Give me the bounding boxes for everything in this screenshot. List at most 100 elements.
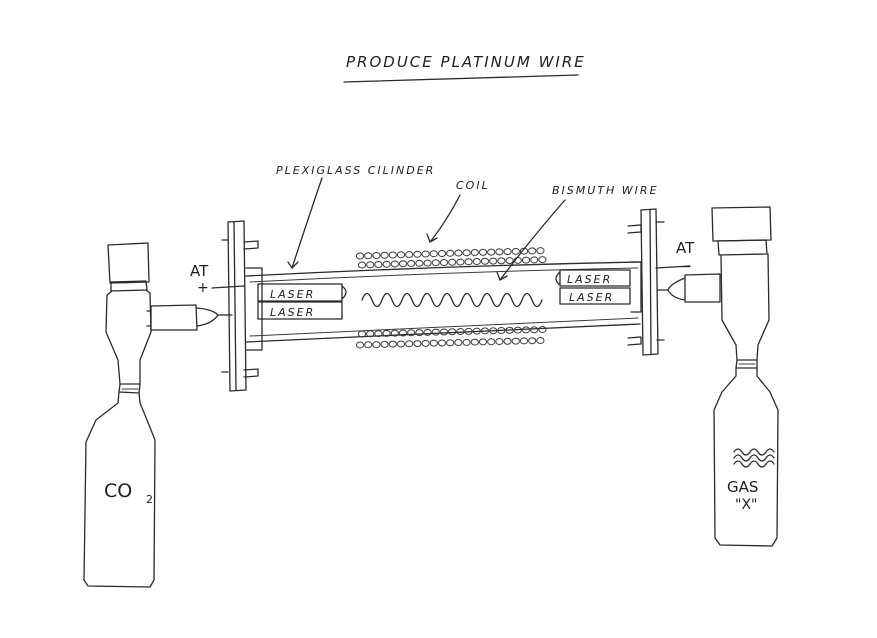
- coil-ring-68: [538, 325, 547, 333]
- at-right-label: AT: [676, 239, 695, 257]
- coil-ring-38: [480, 257, 490, 265]
- coil-ring-2: [372, 252, 381, 260]
- coil-ring-36: [464, 258, 473, 266]
- coil-ring-62: [489, 327, 498, 335]
- laser-right-bottom-label: LASER: [569, 291, 614, 304]
- coil-ring-48: [374, 330, 383, 338]
- coil-ring-32: [431, 259, 440, 267]
- coil-ring-45: [538, 256, 547, 264]
- coil-ring-83: [470, 338, 479, 346]
- coil-ring-0: [355, 252, 365, 260]
- coil-ring-85: [487, 338, 496, 346]
- coil-ring-16: [487, 248, 496, 256]
- coil-ring-23: [357, 261, 367, 269]
- coil-pointer-head: [426, 233, 438, 243]
- coil-ring-14: [470, 249, 479, 257]
- laser-left-bottom-label: LASER: [270, 306, 315, 319]
- coil-ring-3: [380, 251, 389, 259]
- coil-ring-53: [415, 329, 424, 337]
- coil-ring-56: [439, 328, 449, 336]
- coil-ring-9: [429, 250, 438, 258]
- coil-ring-84: [478, 338, 488, 346]
- coil-ring-67: [530, 326, 539, 334]
- coil-ring-4: [388, 251, 397, 259]
- wire-pointer: [499, 199, 566, 281]
- laser-right-top: [559, 269, 631, 287]
- coil-ring-50: [390, 329, 399, 337]
- coil-ring-88: [511, 337, 520, 345]
- coil-ring-77: [421, 339, 430, 347]
- coil-ring-89: [519, 337, 529, 345]
- coil-ring-34: [448, 258, 457, 266]
- coil-ring-90: [528, 337, 537, 345]
- left-flange: [211, 220, 263, 392]
- coil-ring-29: [407, 260, 416, 268]
- coil-ring-41: [505, 257, 514, 265]
- coil-ring-51: [398, 329, 408, 337]
- coil-ring-66: [521, 326, 531, 334]
- laser-left-top-lens: [341, 285, 347, 300]
- coil-ring-59: [464, 327, 473, 335]
- coil-ring-54: [423, 328, 432, 336]
- coil-ring-39: [489, 257, 498, 265]
- left-connector: [146, 304, 233, 331]
- laser-right-top-lens: [555, 271, 561, 286]
- plus-label: +: [197, 280, 209, 296]
- laser-left-top: [257, 283, 343, 302]
- coil-ring-11: [446, 249, 455, 257]
- coil-ring-37: [472, 258, 481, 266]
- bismuth-wire-spiral: [361, 292, 543, 308]
- cylinder-pointer-head: [287, 261, 299, 269]
- cylinder-pointer: [291, 177, 323, 269]
- coil-label: COIL: [456, 179, 490, 192]
- coil-ring-75: [405, 340, 414, 348]
- co2-label: CO: [104, 480, 132, 502]
- coil-ring-58: [456, 328, 465, 336]
- coil-top: [355, 247, 547, 269]
- coil-ring-57: [448, 328, 457, 336]
- coil-ring-43: [521, 256, 531, 264]
- coil-ring-44: [530, 256, 539, 264]
- coil-ring-91: [536, 336, 545, 344]
- at-left-label: AT: [190, 262, 209, 280]
- cylinder-label: PLEXIGLASS CILINDER: [276, 164, 435, 177]
- co2-bottle: [83, 242, 156, 588]
- plexiglass-cylinder: [245, 261, 641, 343]
- laser-right-top-label: LASER: [567, 273, 612, 286]
- coil-ring-15: [478, 248, 488, 256]
- coil-ring-27: [390, 260, 399, 268]
- coil-ring-65: [513, 326, 522, 334]
- coil-ring-72: [380, 340, 389, 348]
- coil-ring-64: [505, 326, 514, 334]
- wire-pointer-head: [496, 271, 508, 281]
- coil-ring-82: [462, 338, 471, 346]
- coil-ring-10: [437, 250, 447, 258]
- coil-ring-19: [511, 247, 520, 255]
- coil-ring-33: [439, 259, 449, 267]
- coil-ring-55: [431, 328, 440, 336]
- coil-ring-18: [503, 248, 512, 256]
- coil-ring-1: [364, 252, 373, 260]
- coil-ring-6: [405, 251, 414, 259]
- coil-pointer: [429, 194, 461, 243]
- coil-ring-22: [536, 247, 545, 255]
- coil-ring-49: [382, 329, 391, 337]
- coil-ring-25: [374, 261, 383, 269]
- laser-left-bottom: [257, 301, 343, 320]
- coil-ring-7: [413, 250, 422, 258]
- coil-ring-79: [437, 339, 447, 347]
- coil-ring-81: [454, 339, 463, 347]
- coil-ring-87: [503, 337, 512, 345]
- coil-ring-73: [388, 340, 397, 348]
- coil-ring-30: [415, 259, 424, 267]
- coil-ring-69: [355, 341, 365, 349]
- laser-left-top-label: LASER: [270, 288, 315, 301]
- coil-ring-13: [462, 249, 471, 257]
- coil-ring-17: [495, 248, 504, 256]
- coil-ring-47: [366, 330, 375, 338]
- coil-ring-76: [413, 340, 422, 348]
- coil-ring-70: [364, 341, 373, 349]
- gas-label: GAS: [727, 478, 758, 496]
